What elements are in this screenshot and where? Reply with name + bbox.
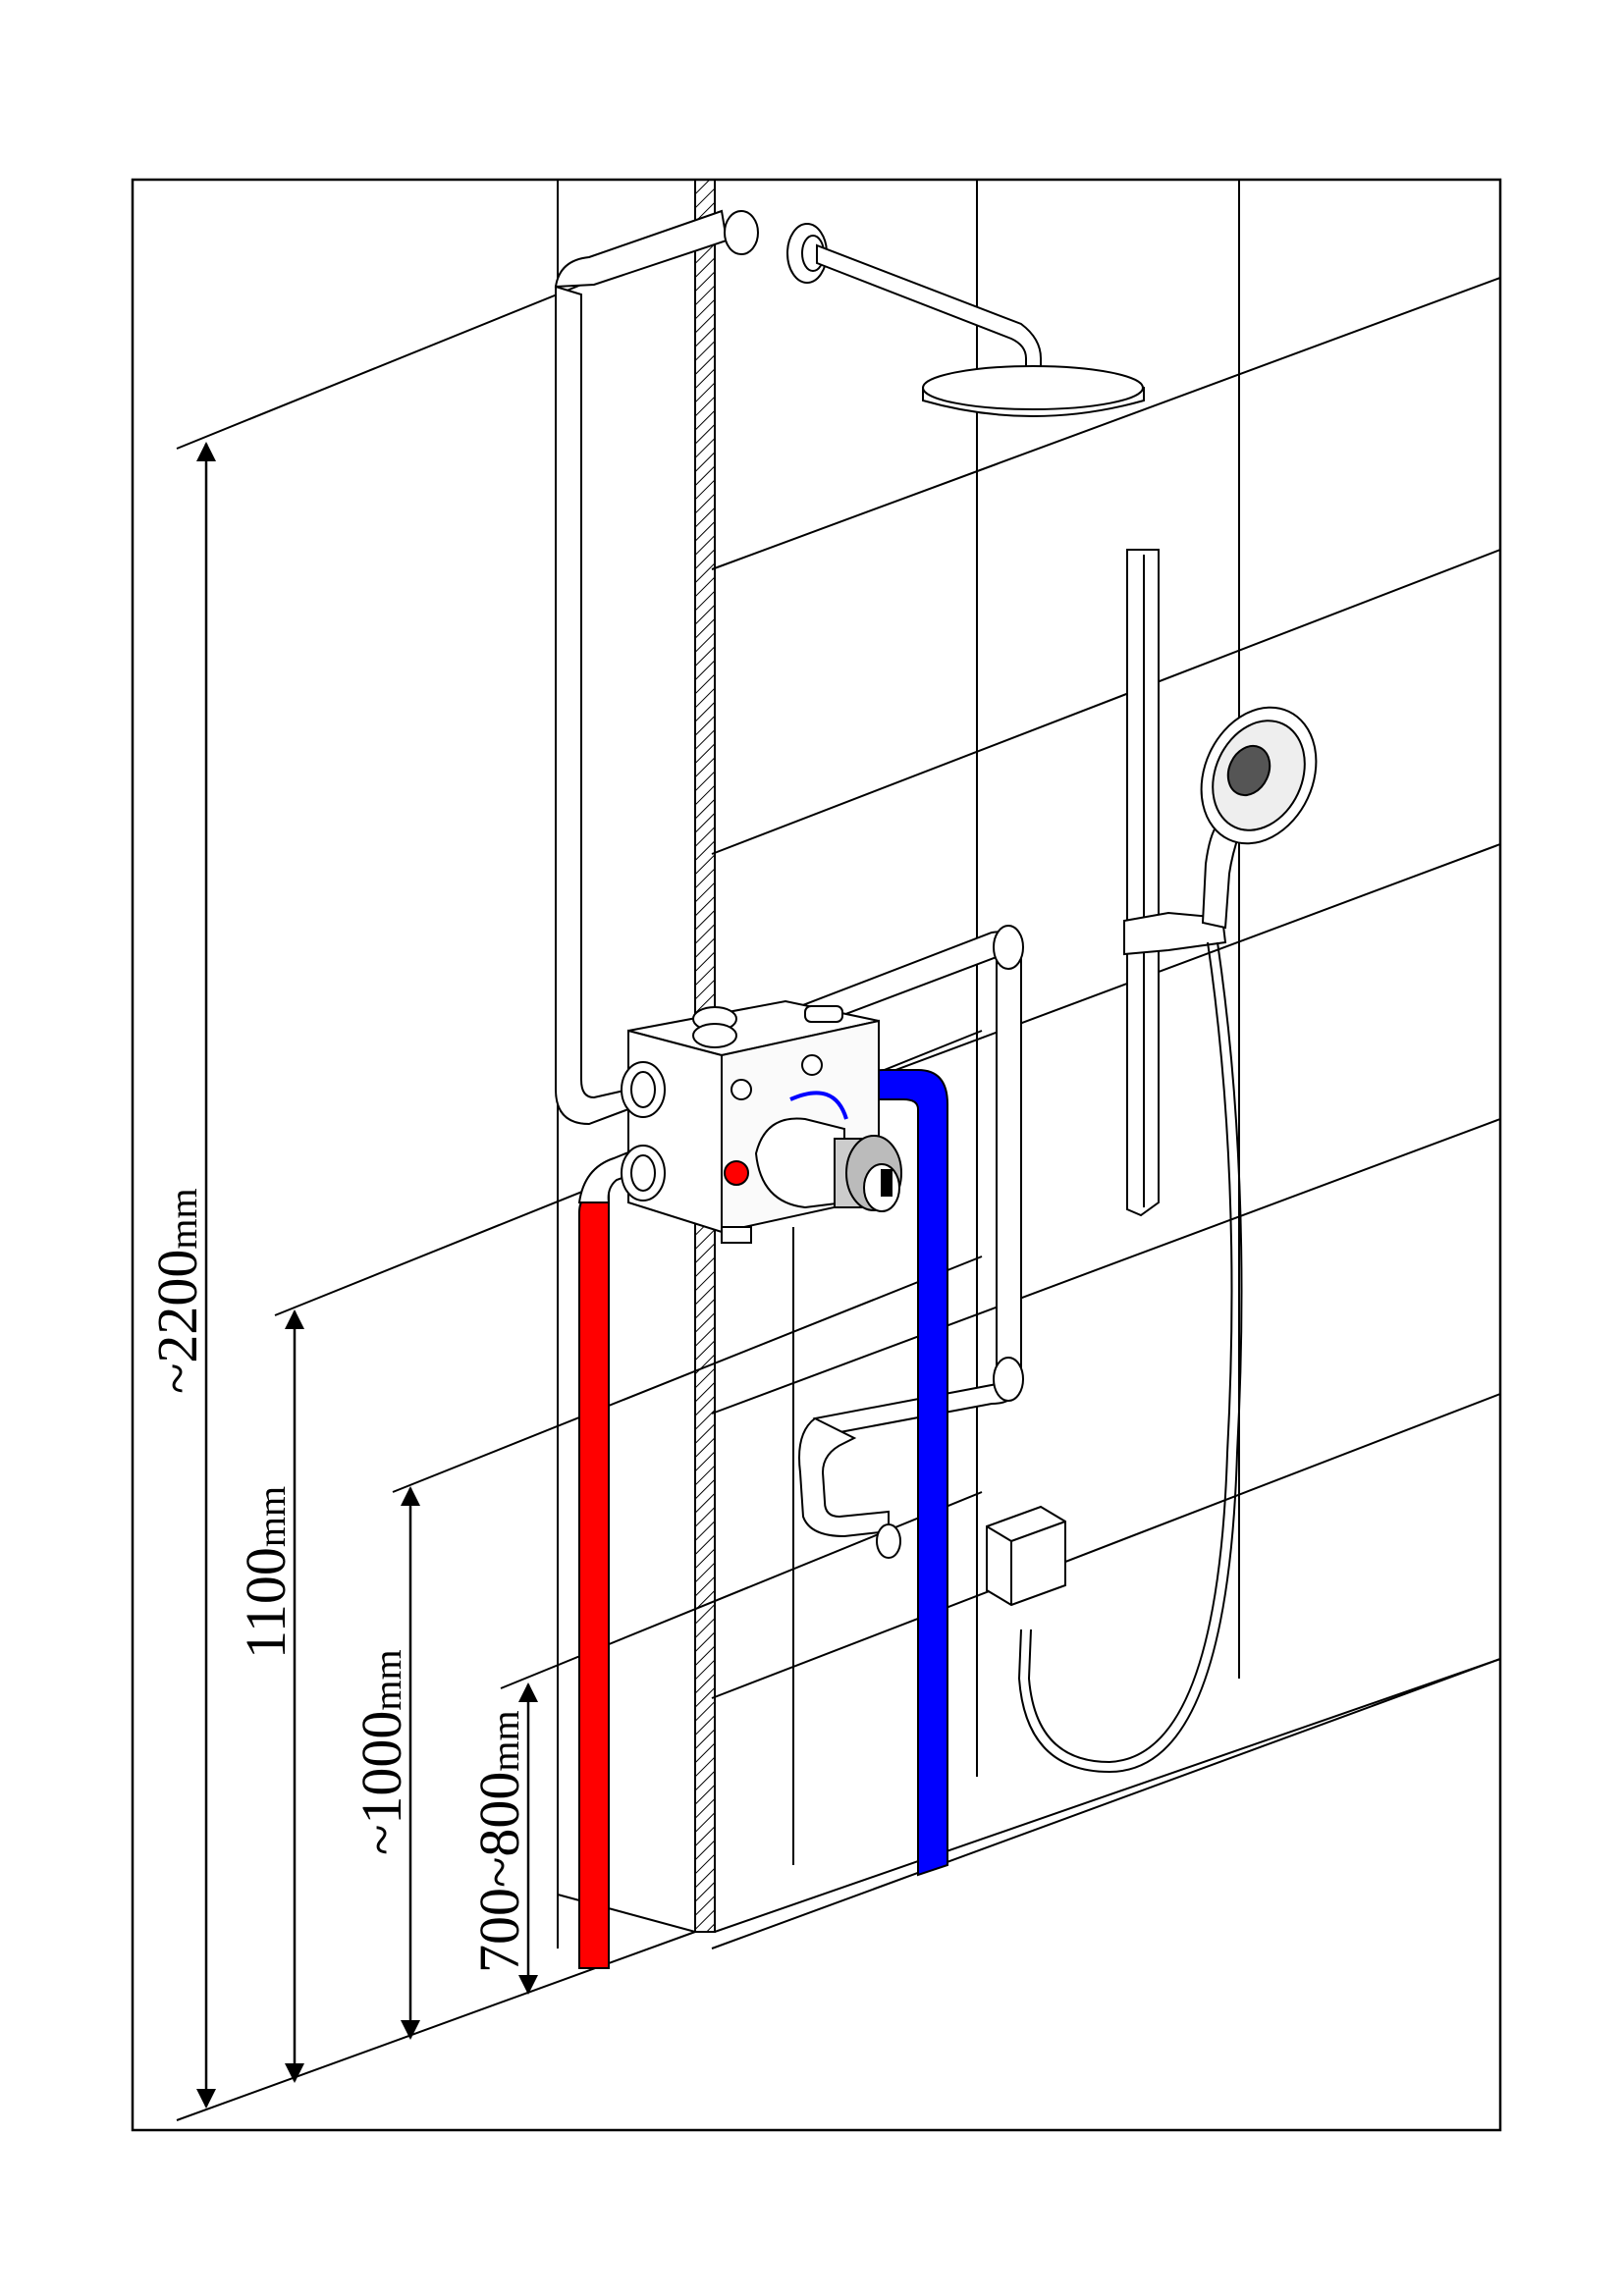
overhead-shower <box>786 223 1145 417</box>
riser-pipe <box>554 209 759 1126</box>
shower-arm <box>816 243 1042 374</box>
tub-spout <box>798 1416 901 1559</box>
dimension-arrows <box>196 442 538 2109</box>
shower-hose <box>1017 941 1243 1774</box>
dim-label-2200: ~2200mm <box>145 1188 209 1394</box>
hand-shower <box>1200 706 1318 930</box>
thermostat-handle <box>754 1117 902 1212</box>
hot-water-supply-pipe <box>577 1148 638 1969</box>
wall-outlet-elbow <box>986 1505 1066 1607</box>
drawing-frame <box>131 178 1502 2132</box>
dim-label-700-800: 700~800mm <box>467 1710 531 1973</box>
dim-label-1000: ~1000mm <box>350 1649 413 1855</box>
slide-rail <box>1123 549 1227 1217</box>
dim-label-1100: 1100mm <box>234 1486 298 1659</box>
